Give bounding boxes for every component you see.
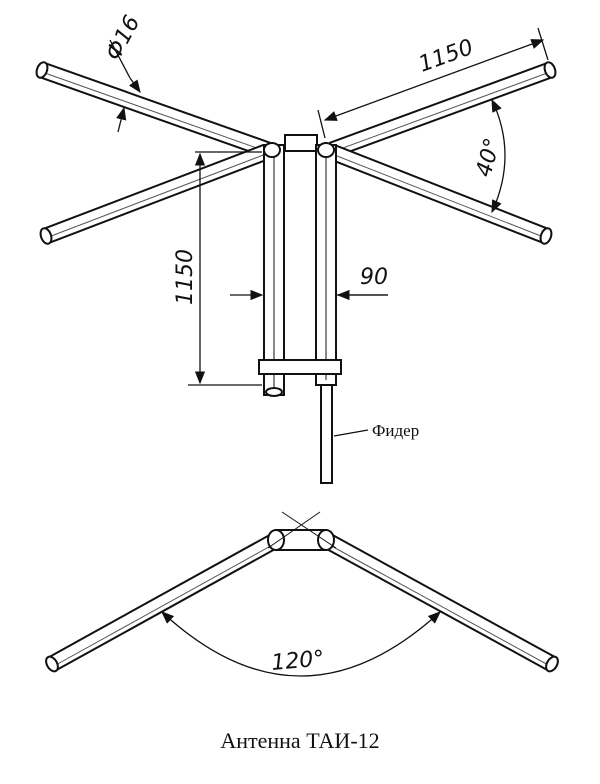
- mast: [258, 134, 342, 397]
- caption: Антенна ТАИ-12: [220, 728, 379, 753]
- feeder-cable: [320, 384, 369, 484]
- arm-length-label: 1150: [416, 35, 477, 78]
- mast-width-label: 90: [360, 265, 388, 290]
- mast-height-label: 1150: [173, 249, 198, 305]
- diameter-label: Ф16: [101, 12, 145, 65]
- side-view-v: [45, 511, 559, 677]
- rod-upper-right: [329, 61, 557, 158]
- dimension-lines: [109, 27, 549, 386]
- clamp: [258, 359, 342, 375]
- rod-upper-left: [35, 61, 271, 159]
- rod-lower-right: [328, 144, 553, 245]
- v-angle-label: 120°: [270, 646, 325, 676]
- rod-lower-left: [39, 144, 270, 245]
- feeder-label: Фидер: [372, 421, 419, 440]
- arm-angle-label: 40°: [472, 135, 506, 179]
